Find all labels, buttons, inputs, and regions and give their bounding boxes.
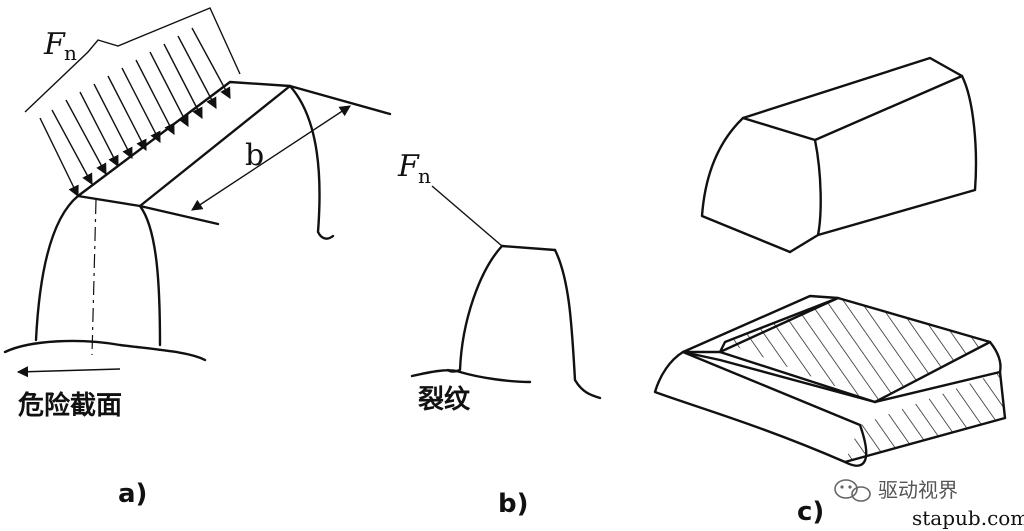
tooth-outline-b [410,244,602,400]
critical-section-label: 危险截面 [18,390,122,421]
width-label-b: b [245,138,264,173]
panel-label-c: c) [797,497,824,527]
force-subscript-b: n [418,164,431,188]
force-label-b: F [397,149,420,184]
force-label-a: F [43,27,66,62]
broken-tooth-fragment [700,56,978,254]
watermark-site: stapub.com [912,506,1024,530]
watermark-brand: 驱动视界 [878,478,958,502]
force-leader-line-b [431,185,503,247]
crack-label: 裂纹 [418,384,471,415]
wechat-icon [834,479,871,502]
force-subscript-a: n [64,41,77,65]
panel-b-tooth-crack: F n 裂纹 b) [397,149,602,519]
panel-a-gear-tooth-loaded: F n b 危险截面 a) [3,7,392,509]
panel-label-a: a) [118,479,147,509]
critical-section-arrow [16,366,121,378]
centre-line [91,199,97,356]
panel-label-b: b) [498,489,529,519]
fractured-tooth-base [653,294,1007,467]
tooth-outline-a [3,80,392,362]
load-brace [24,7,241,113]
panel-c-broken-tooth: c) [653,56,1007,527]
watermark: 驱动视界 stapub.com [834,478,1024,530]
width-dimension-arrow [191,105,351,211]
